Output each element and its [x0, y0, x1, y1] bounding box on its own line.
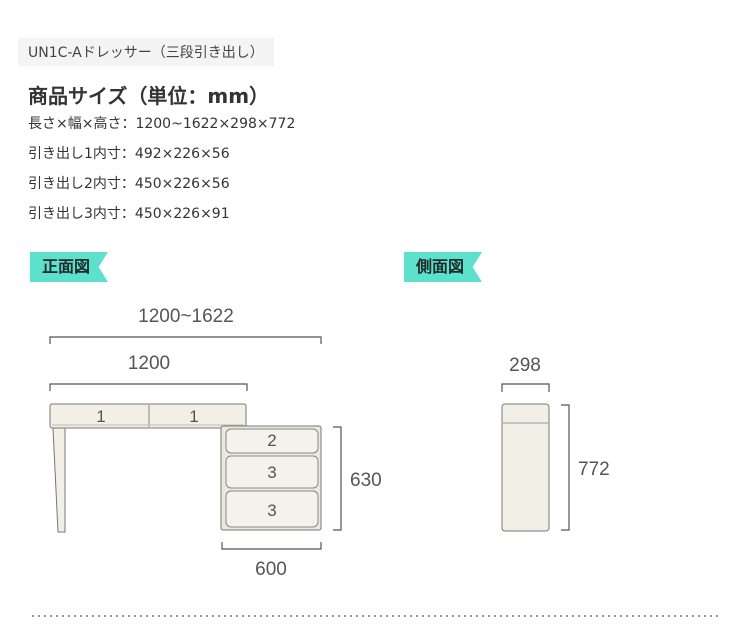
spec-drawer-2: 引き出し2内寸：450×226×56 [28, 176, 230, 192]
spec-drawer-1: 引き出し1内寸：492×226×56 [28, 146, 230, 162]
total-width-dimension-line [49, 336, 322, 344]
product-model-label: UN1C-Aドレッサー（三段引き出し） [18, 38, 274, 66]
drawer-cabinet [220, 425, 322, 531]
side-view-body [501, 403, 550, 532]
desk-leg [52, 427, 66, 533]
cabinet-drawer-label-3b: 3 [267, 501, 276, 520]
cabinet-width-dimension-line [221, 542, 322, 550]
side-height-dimension-line [561, 404, 570, 531]
cabinet-drawer-label-2: 2 [267, 431, 276, 450]
side-height-dimension-label: 772 [578, 459, 610, 480]
front-view-tag: 正面図 [30, 252, 109, 282]
desk-top [49, 403, 247, 429]
cabinet-height-dimension-line [333, 426, 342, 531]
desk-drawer-label-left: 1 [96, 407, 105, 426]
desk-width-dimension-label: 1200 [128, 353, 170, 374]
desk-width-dimension-line [49, 383, 248, 391]
cabinet-width-dimension-label: 600 [255, 559, 287, 580]
size-section-title: 商品サイズ（単位：mm） [28, 84, 270, 108]
desk-drawer-label-right: 1 [189, 407, 198, 426]
side-depth-dimension-line [501, 383, 550, 392]
spec-overall-size: 長さ×幅×高さ：1200~1622×298×772 [28, 116, 296, 132]
spec-drawer-3: 引き出し3内寸：450×226×91 [28, 206, 230, 222]
side-view-tag: 側面図 [404, 252, 483, 282]
cabinet-drawer-label-3a: 3 [267, 463, 276, 482]
total-width-dimension-label: 1200~1622 [138, 306, 234, 327]
side-depth-dimension-label: 298 [509, 355, 541, 376]
cabinet-height-dimension-label: 630 [350, 470, 382, 491]
